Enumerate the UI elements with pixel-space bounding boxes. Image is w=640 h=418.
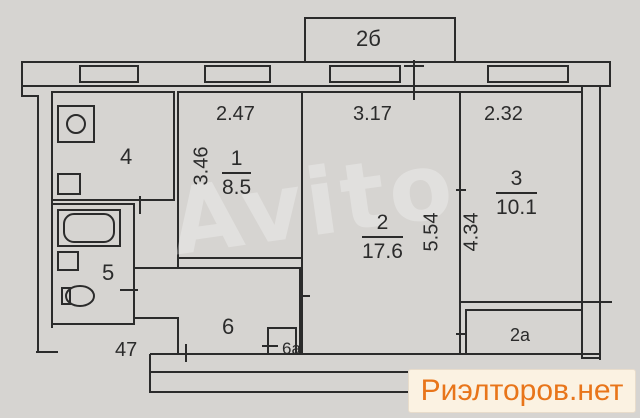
bathtub (57, 209, 121, 247)
brand-watermark: Риэлторов.нет (408, 369, 636, 413)
dim-corridor: 47 (115, 339, 138, 361)
window-4 (487, 65, 569, 83)
dim-room3-width: 2.32 (484, 103, 523, 125)
dim-room1-width: 2.47 (216, 103, 255, 125)
room-4-label: 4 (120, 144, 133, 169)
room-5-label: 5 (102, 260, 115, 285)
sink (57, 173, 81, 195)
toilet (65, 285, 95, 307)
bottom-wall (149, 353, 600, 393)
balcony-label: 2б (356, 26, 381, 51)
dim-room3-height: 4.34 (460, 212, 483, 252)
room-2-number: 2 (376, 211, 389, 234)
window-2 (204, 65, 271, 83)
top-wall (21, 61, 611, 87)
room-2a-label: 2а (510, 325, 531, 345)
room-4-outline (51, 91, 175, 201)
toilet-tank (61, 287, 71, 305)
fraction-bar (222, 172, 252, 174)
dim-room2-width: 3.17 (353, 103, 392, 125)
room-2-label: 2 17.6 (362, 212, 403, 262)
room-3-label: 3 10.1 (496, 168, 537, 218)
room-3-number: 3 (510, 167, 523, 190)
stove (57, 105, 95, 143)
basin (57, 251, 79, 271)
fraction-bar (362, 236, 403, 238)
room-6a-label: 6а (282, 339, 301, 358)
room-5-outline (51, 203, 135, 325)
bathtub-inner (63, 213, 115, 243)
room-2-area: 17.6 (362, 240, 403, 263)
dim-room1-height: 3.46 (190, 146, 213, 186)
right-wall (581, 86, 600, 359)
room-1-area: 8.5 (222, 176, 252, 199)
room-1-number: 1 (230, 147, 243, 170)
window-1 (79, 65, 139, 83)
dim-room2-height: 5.54 (420, 212, 443, 252)
room-3-area: 10.1 (496, 196, 537, 219)
tick-marks (36, 60, 612, 362)
fraction-bar (496, 192, 537, 194)
room-1-label: 1 8.5 (222, 147, 252, 199)
corridor (134, 258, 301, 354)
stove-burner (66, 114, 86, 134)
window-3 (329, 65, 401, 83)
room-6-label: 6 (222, 314, 235, 339)
